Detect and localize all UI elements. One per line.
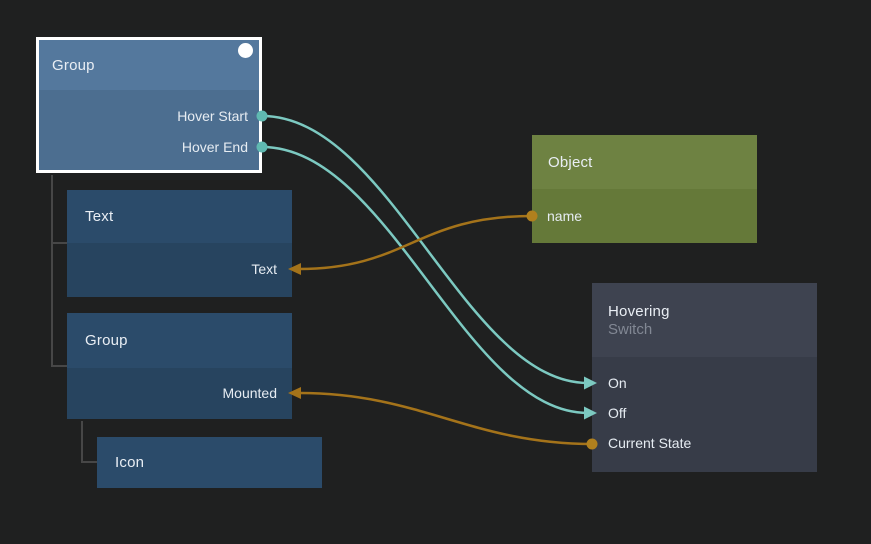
node-group-selected[interactable]: Group Hover Start Hover End <box>36 37 262 173</box>
node-icon[interactable]: Icon <box>97 437 322 488</box>
port-label: Off <box>608 405 626 421</box>
port-label: Text <box>251 261 277 277</box>
node-hovering-switch[interactable]: Hovering Switch On Off Current State <box>592 283 817 472</box>
port-label: Current State <box>608 435 691 451</box>
tree-connector <box>82 421 97 462</box>
node-object[interactable]: Object name <box>532 135 757 243</box>
node-header[interactable]: Text <box>67 190 292 243</box>
port-text-input[interactable]: Text <box>67 254 292 284</box>
port-label: Mounted <box>223 385 277 401</box>
node-text[interactable]: Text Text <box>67 190 292 297</box>
port-label: On <box>608 375 627 391</box>
node-title: Group <box>85 332 128 349</box>
node-header[interactable]: Group <box>67 313 292 368</box>
node-title: Hovering <box>608 303 670 320</box>
node-header[interactable]: Group <box>39 40 259 90</box>
node-group-child[interactable]: Group Mounted <box>67 313 292 419</box>
port-mounted-input[interactable]: Mounted <box>67 378 292 408</box>
node-subtitle: Switch <box>608 321 652 338</box>
port-hover-start[interactable]: Hover Start <box>39 101 259 131</box>
node-header[interactable]: Icon <box>97 437 322 488</box>
node-header[interactable]: Object <box>532 135 757 189</box>
port-current-state-output[interactable]: Current State <box>592 428 817 458</box>
node-title: Icon <box>115 454 144 471</box>
wire-name-to-text[interactable] <box>299 216 532 269</box>
node-header[interactable]: Hovering Switch <box>592 283 817 357</box>
port-on-input[interactable]: On <box>592 368 817 398</box>
node-title: Group <box>52 57 95 74</box>
port-hover-end[interactable]: Hover End <box>39 132 259 162</box>
port-label: Hover End <box>182 139 248 155</box>
wire-current-state-to-mounted[interactable] <box>300 393 592 444</box>
port-off-input[interactable]: Off <box>592 398 817 428</box>
port-label: Hover Start <box>177 108 248 124</box>
port-label: name <box>547 208 582 224</box>
port-name-output[interactable]: name <box>532 201 757 231</box>
node-title: Object <box>548 154 593 171</box>
selection-dot-icon <box>238 43 253 58</box>
tree-connector <box>52 175 67 366</box>
node-title: Text <box>85 208 113 225</box>
